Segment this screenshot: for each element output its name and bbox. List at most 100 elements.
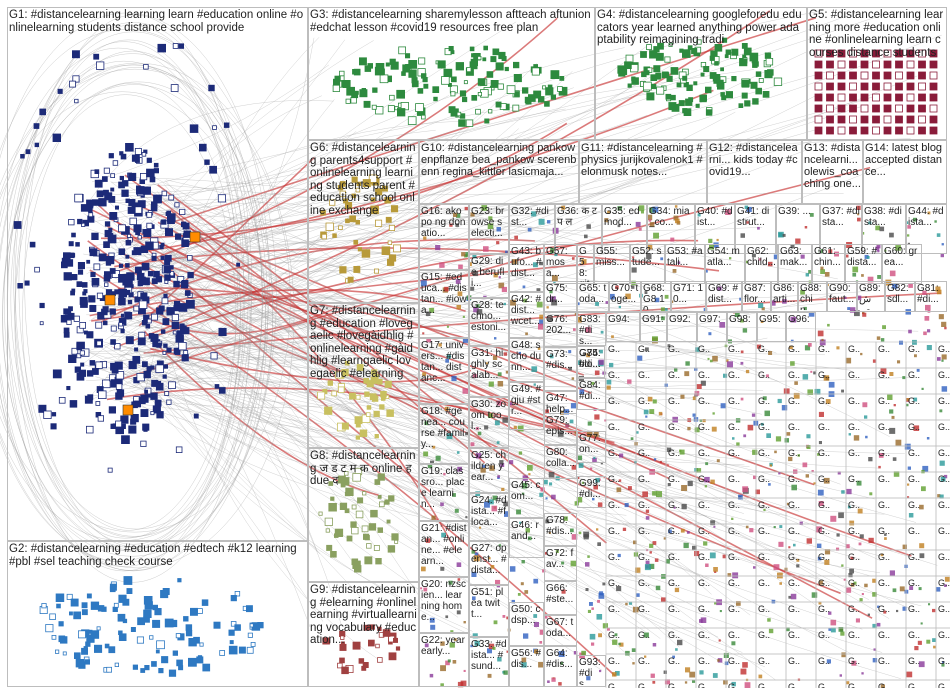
small-group-node [899, 341, 903, 345]
minor-group-label: G.. [878, 474, 890, 484]
minor-group-label: G.. [698, 474, 710, 484]
small-group-node [859, 543, 862, 546]
minor-group-label: G.. [608, 344, 620, 354]
small-group-node [923, 332, 927, 336]
small-group-node [844, 579, 846, 581]
small-group-node [586, 588, 589, 591]
group-label-g87: G87: flor... [744, 283, 769, 310]
minor-group-label: G.. [878, 344, 890, 354]
small-group-node [603, 623, 608, 628]
minor-group-label: G.. [698, 604, 710, 614]
group-label-g15: G15: #educa... #distan... #iowa... [421, 272, 467, 336]
small-group-node [746, 526, 749, 529]
small-group-node [889, 409, 893, 413]
small-group-node [599, 591, 603, 595]
small-group-node [731, 641, 735, 645]
minor-group-label: G.. [908, 630, 920, 640]
small-group-node [788, 596, 791, 599]
small-group-node [821, 339, 823, 341]
small-group-node [645, 564, 651, 570]
small-group-node [836, 346, 839, 349]
minor-group-label: G.. [758, 396, 770, 406]
small-group-node [779, 525, 782, 528]
minor-group-label: G.. [908, 500, 920, 510]
minor-group-label: G.. [908, 370, 920, 380]
minor-group-label: G.. [758, 422, 770, 432]
minor-group-label: G.. [848, 422, 860, 432]
minor-group-label: G.. [788, 604, 800, 614]
minor-group-label: G.. [698, 552, 710, 562]
minor-group-label: G.. [608, 448, 620, 458]
small-group-node [727, 361, 733, 367]
group-label-g89: G89: ش ص [859, 283, 883, 310]
minor-group-label: G.. [788, 500, 800, 510]
group-label-g5: G5: #distancelearning learning more #edu… [809, 9, 945, 138]
small-group-node [829, 382, 835, 388]
minor-group-label: G.. [908, 552, 920, 562]
minor-group-label: G.. [938, 344, 950, 354]
minor-group-label: G.. [878, 682, 890, 688]
small-group-node [848, 573, 852, 577]
small-group-node [902, 376, 905, 379]
small-group-node [736, 442, 739, 445]
group-label-g52: G52: stude... [632, 246, 663, 282]
minor-group-label: G.. [758, 682, 770, 688]
minor-group-label: G.. [608, 656, 620, 666]
small-group-node [896, 610, 898, 612]
small-group-node [521, 582, 524, 585]
group-label-g21: G21: #distan... #online... #elearn... [421, 523, 467, 575]
minor-group-label: G.. [638, 370, 650, 380]
group-label-g8: G8: #distancelearning ज ड ट म क online ह… [310, 450, 417, 580]
minor-group-label: G.. [698, 448, 710, 458]
small-group-node [919, 543, 924, 548]
small-group-node [684, 371, 689, 376]
minor-group-label: G.. [788, 552, 800, 562]
group-label-g23: G23: browse selecti... [471, 206, 507, 252]
small-group-node [720, 610, 722, 612]
minor-group-label: G.. [878, 656, 890, 666]
small-group-node [752, 450, 757, 455]
minor-group-label: G.. [608, 370, 620, 380]
group-label-g10: G10: #distancelearning pankowenpflanze b… [421, 142, 577, 202]
minor-group-label: G.. [818, 500, 830, 510]
small-group-node [900, 586, 905, 591]
minor-group-label: G.. [728, 682, 740, 688]
minor-group-label: G.. [638, 474, 650, 484]
group-label-g68: G68: G8 10... [643, 283, 669, 310]
small-group-node [865, 436, 868, 439]
small-group-node [903, 545, 907, 549]
minor-group-label: G.. [728, 422, 740, 432]
group-label-g83: G83: #dis... [579, 314, 604, 344]
small-group-node [942, 386, 948, 392]
minor-group-label: G.. [728, 526, 740, 536]
group-label-g20: G20: nzscien... learning home... [421, 579, 467, 631]
small-group-node [594, 414, 599, 419]
group-label-g95: G95: [759, 314, 784, 340]
minor-group-label: G.. [908, 474, 920, 484]
small-group-node [932, 609, 935, 612]
minor-group-label: G.. [608, 396, 620, 406]
small-group-node [533, 579, 538, 584]
small-group-node [941, 360, 943, 362]
minor-group-label: G.. [668, 396, 680, 406]
minor-group-label: G.. [758, 630, 770, 640]
small-group-node [681, 529, 685, 533]
small-group-node [940, 461, 945, 466]
minor-group-label: G.. [638, 448, 650, 458]
minor-group-label: G.. [848, 344, 860, 354]
small-group-node [778, 399, 782, 403]
minor-group-label: G.. [608, 474, 620, 484]
group-label-g54: G54: matla... [707, 246, 743, 282]
minor-group-label: G.. [818, 578, 830, 588]
group-label-g73: G73: #dis... [546, 349, 575, 389]
small-group-node [713, 673, 718, 678]
minor-group-label: G.. [938, 682, 950, 688]
small-group-node [723, 680, 728, 685]
minor-group-label: G.. [788, 526, 800, 536]
small-group-node [685, 681, 687, 683]
small-group-node [774, 564, 780, 570]
small-group-node [712, 356, 718, 362]
group-label-g30: G30: zoom tool... [471, 399, 507, 446]
small-group-node [905, 590, 909, 594]
minor-group-label: G.. [818, 370, 830, 380]
